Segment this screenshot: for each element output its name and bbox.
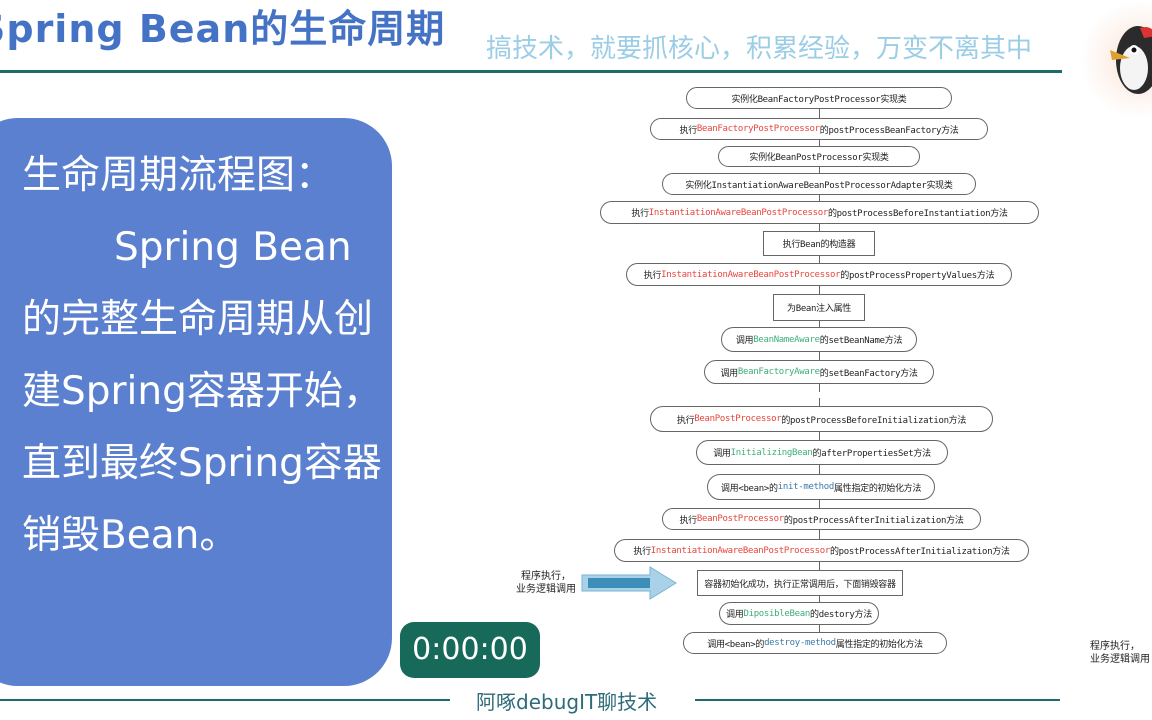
page-title: Spring Bean的生命周期 bbox=[0, 7, 446, 51]
step-text: 调用 bbox=[713, 449, 731, 459]
flow-connector bbox=[819, 286, 820, 294]
step-text: 调用 bbox=[735, 336, 754, 346]
flow-step: 为Bean注入属性 bbox=[773, 294, 865, 321]
card-body: Spring Bean的完整生命周期从创建Spring容器开始，直到最终Spri… bbox=[22, 225, 382, 558]
flow-connector bbox=[819, 384, 820, 392]
step-text: 调用<bean>的 bbox=[707, 639, 765, 650]
step-text: 容器初始化成功，执行正常调用后，下面销毁容器 bbox=[704, 579, 896, 590]
flow-connector bbox=[819, 195, 820, 201]
highlighted-class-name: BeanFactoryPostProcessor bbox=[696, 124, 820, 134]
step-text: 实例化BeanPostProcessor实现类 bbox=[749, 153, 889, 163]
step-text: 的postProcessBeforeInstantiation方法 bbox=[827, 209, 1008, 219]
flow-connector bbox=[819, 562, 820, 570]
step-text: 的postProcessPropertyValues方法 bbox=[840, 271, 995, 281]
step-text: 实例化BeanFactoryPostProcessor实现类 bbox=[731, 94, 907, 105]
footer-line-left bbox=[0, 699, 450, 701]
step-text: 属性指定的初始化方法 bbox=[835, 639, 923, 650]
flow-step: 实例化BeanPostProcessor实现类 bbox=[718, 146, 920, 167]
flow-step: 实例化InstantiationAwareBeanPostProcessorAd… bbox=[662, 173, 976, 195]
step-text: 的postProcessAfterInitialization方法 bbox=[783, 515, 964, 526]
right-arrow-icon bbox=[581, 566, 677, 600]
flow-connector bbox=[819, 625, 820, 632]
highlighted-class-name: init-method bbox=[777, 482, 835, 492]
flow-connector bbox=[819, 432, 820, 440]
step-text: 执行 bbox=[631, 209, 649, 219]
highlighted-class-name: DiposibleBean bbox=[743, 608, 810, 619]
card-heading: 生命周期流程图： bbox=[22, 153, 335, 198]
footer-text: 阿啄debugIT聊技术 bbox=[476, 690, 658, 714]
flow-connector bbox=[819, 256, 820, 263]
highlighted-class-name: BeanPostProcessor bbox=[694, 414, 782, 424]
step-text: 调用 bbox=[720, 368, 738, 379]
flow-connector bbox=[819, 140, 820, 146]
flow-connector bbox=[819, 352, 820, 360]
highlighted-class-name: BeanNameAware bbox=[753, 334, 820, 345]
highlighted-class-name: InstantiationAwareBeanPostProcessor bbox=[648, 207, 828, 218]
step-text: 实例化InstantiationAwareBeanPostProcessorAd… bbox=[685, 180, 953, 191]
step-text: 的postProcessAfterInitialization方法 bbox=[829, 547, 1010, 557]
flow-connector bbox=[819, 224, 820, 231]
step-text: 的destory方法 bbox=[810, 610, 872, 620]
highlighted-class-name: InstantiationAwareBeanPostProcessor bbox=[650, 545, 830, 556]
step-text: 调用 bbox=[726, 610, 744, 620]
flow-step: 容器初始化成功，执行正常调用后，下面销毁容器 bbox=[697, 570, 903, 596]
flow-connector bbox=[819, 167, 820, 173]
flow-connector bbox=[819, 109, 820, 118]
step-text: 的setBeanFactory方法 bbox=[819, 368, 918, 379]
intro-card bbox=[0, 118, 392, 686]
highlighted-class-name: destroy-method bbox=[764, 638, 836, 648]
step-text: 执行 bbox=[679, 515, 697, 526]
step-text: 执行 bbox=[676, 415, 695, 426]
step-text: 执行 bbox=[679, 125, 698, 136]
step-text: 的postProcessBeforeInitialization方法 bbox=[781, 415, 967, 426]
flow-connector bbox=[819, 321, 820, 327]
timer-badge: 0:00:00 bbox=[400, 622, 540, 678]
right-side-label: 程序执行， 业务逻辑调用 bbox=[1090, 641, 1150, 665]
flow-connector bbox=[819, 500, 820, 508]
flow-connector bbox=[819, 398, 820, 406]
step-text: 的afterPropertiesSet方法 bbox=[812, 449, 932, 459]
step-text: 属性指定的初始化方法 bbox=[834, 483, 922, 494]
flow-connector bbox=[819, 530, 820, 539]
step-text: 执行Bean的构造器 bbox=[782, 240, 856, 250]
highlighted-class-name: BeanPostProcessor bbox=[696, 514, 784, 524]
footer: 阿啄debugIT聊技术 bbox=[0, 686, 1152, 716]
highlighted-class-name: InitializingBean bbox=[730, 447, 813, 458]
flow-step: 实例化BeanFactoryPostProcessor实现类 bbox=[686, 87, 952, 109]
footer-line-right bbox=[695, 699, 1060, 701]
flow-side-label: 程序执行， 业务逻辑调用 bbox=[516, 571, 576, 595]
step-text: 调用<bean>的 bbox=[720, 483, 778, 494]
woodpecker-logo-icon bbox=[1110, 26, 1152, 94]
step-text: 为Bean注入属性 bbox=[787, 304, 851, 314]
header-divider bbox=[0, 70, 1062, 73]
step-text: 执行 bbox=[643, 271, 662, 281]
step-text: 的postProcessBeanFactory方法 bbox=[819, 125, 959, 136]
step-text: 的setBeanName方法 bbox=[819, 336, 903, 346]
flow-connector bbox=[819, 596, 820, 602]
step-text: 执行 bbox=[633, 547, 651, 557]
intro-card-text: 生命周期流程图： Spring Bean的完整生命周期从创建Spring容器开始… bbox=[22, 140, 382, 572]
highlighted-class-name: InstantiationAwareBeanPostProcessor bbox=[661, 269, 841, 280]
slogan: 搞技术，就要抓核心，积累经验，万变不离其中 bbox=[486, 34, 1033, 64]
highlighted-class-name: BeanFactoryAware bbox=[737, 367, 820, 377]
flow-step: 执行Bean的构造器 bbox=[763, 231, 875, 256]
flow-connector bbox=[819, 465, 820, 474]
